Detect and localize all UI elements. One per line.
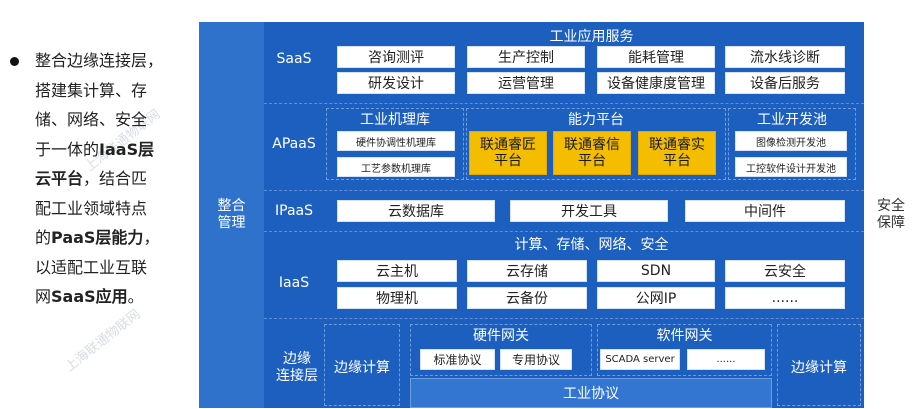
iaas-item: SDN <box>597 260 715 282</box>
software-gateway-zone <box>597 324 772 376</box>
edge-label: 边缘 连接层 <box>276 351 318 384</box>
iaas-item: 云安全 <box>725 260 845 282</box>
iaas-label: IaaS <box>278 274 310 291</box>
edge-compute-left: 边缘计算 <box>334 360 390 376</box>
bullet-text: 整合边缘连接层， <box>35 51 164 70</box>
industrial-protocol-band: 工业协议 <box>410 378 772 408</box>
layer-divider <box>264 103 864 104</box>
bullet-text-bold: PaaS层能力 <box>51 228 144 247</box>
saas-item: 研发设计 <box>337 72 455 94</box>
iaas-item: ...... <box>725 287 845 309</box>
saas-title: 工业应用服务 <box>549 29 634 45</box>
bullet-text: 配工业领域特点 <box>35 198 148 218</box>
saas-item: 设备健康度管理 <box>597 72 715 94</box>
bullet-line: 网SaaS应用。 <box>35 282 205 312</box>
ipaas-label: IPaaS <box>275 202 313 219</box>
ipaas-item: 开发工具 <box>510 200 668 222</box>
ipaas-item: 中间件 <box>685 200 845 222</box>
iaas-item: 云主机 <box>337 260 457 282</box>
security-column: 安全 保障 <box>864 22 918 408</box>
industrial-protocol-label: 工业协议 <box>563 386 619 402</box>
bullet-line: 于一体的IaaS层 <box>35 135 205 165</box>
bullet-text: 搭建集计算、存 <box>35 80 148 100</box>
capability-platform-zone <box>466 108 726 180</box>
hardware-gateway-item: 标准协议 <box>420 349 495 370</box>
bullet-text-bold: IaaS层 <box>99 139 155 159</box>
bullet-text: 的 <box>35 228 52 247</box>
mechanism-library-item: 硬件协调性机理库 <box>337 131 455 151</box>
saas-item: 生产控制 <box>467 46 585 68</box>
software-gateway-title: 软件网关 <box>656 328 713 344</box>
capability-platform-item: 联通睿信 平台 <box>553 131 631 175</box>
iaas-item: 云存储 <box>467 260 587 282</box>
saas-item: 流水线诊断 <box>725 46 845 68</box>
software-gateway-item: ...... <box>687 349 765 370</box>
edge-compute-right-zone <box>777 324 861 406</box>
integrated-management-column: 整合 管理 <box>199 22 264 408</box>
iaas-item: 公网IP <box>597 287 715 309</box>
bullet-text: 以适配工业互联 <box>35 257 148 277</box>
bullet-line: 储、网络、安全 <box>35 105 205 135</box>
bullet-line: 配工业领域特点 <box>35 194 205 224</box>
iaas-title: 计算、存储、网络、安全 <box>514 237 669 253</box>
bullet-line: 搭建集计算、存 <box>35 76 205 106</box>
apaas-label: APaaS <box>272 135 316 152</box>
bullet-line: 云平台，结合匹 <box>35 164 205 194</box>
ipaas-item: 云数据库 <box>337 200 495 222</box>
watermark: 上海联通物联网 <box>62 307 144 375</box>
hardware-gateway-title: 硬件网关 <box>473 328 529 344</box>
bullet-text: 于一体的 <box>35 139 100 159</box>
bullet-text-bold: 云平台 <box>35 169 84 188</box>
saas-label: SaaS <box>276 50 312 67</box>
integrated-management-label: 整合 管理 <box>217 198 246 231</box>
bullet-text: 储、网络、安全 <box>35 110 148 129</box>
dev-pool-item: 图像检测开发池 <box>735 131 847 151</box>
layer-divider <box>264 318 864 319</box>
saas-item: 咨询测评 <box>337 46 455 68</box>
mechanism-library-zone <box>326 108 464 180</box>
layer-divider <box>264 231 864 232</box>
saas-item: 运营管理 <box>467 72 585 94</box>
bullet-line: 的PaaS层能力， <box>35 223 205 253</box>
mechanism-library-title: 工业机理库 <box>360 112 430 128</box>
dev-pool-zone <box>728 108 856 180</box>
edge-compute-left-zone <box>324 324 400 406</box>
dev-pool-item: 工控软件设计开发池 <box>735 157 847 177</box>
capability-platform-item: 联通睿匠 平台 <box>469 131 547 175</box>
bullet-line: 整合边缘连接层， <box>35 46 205 76</box>
dev-pool-title: 工业开发池 <box>757 112 827 128</box>
bullet-text-bold: SaaS应用 <box>51 287 128 306</box>
bullet-text: ，结合匹 <box>83 169 148 188</box>
saas-item: 能耗管理 <box>597 46 715 68</box>
bullet-text: ， <box>143 228 160 247</box>
iaas-item: 云备份 <box>467 287 587 309</box>
software-gateway-item: SCADA server <box>600 349 680 370</box>
saas-item: 设备后服务 <box>725 72 845 94</box>
bullet-text: 网 <box>35 287 52 306</box>
capability-platform-item: 联通睿实 平台 <box>638 131 716 175</box>
bullet-text: 。 <box>127 287 144 306</box>
edge-compute-right: 边缘计算 <box>791 360 847 376</box>
hardware-gateway-zone <box>410 324 592 376</box>
bullet-line: 以适配工业互联 <box>35 253 205 283</box>
bullet-dot <box>10 57 19 66</box>
iaas-item: 物理机 <box>337 287 457 309</box>
layer-divider <box>264 190 864 191</box>
bullet-lines: 整合边缘连接层，搭建集计算、存储、网络、安全于一体的IaaS层云平台，结合匹配工… <box>35 46 205 312</box>
mechanism-library-item: 工艺参数机理库 <box>337 157 455 177</box>
capability-platform-title: 能力平台 <box>568 112 624 128</box>
hardware-gateway-item: 专用协议 <box>500 349 572 370</box>
security-label: 安全 保障 <box>877 198 905 231</box>
